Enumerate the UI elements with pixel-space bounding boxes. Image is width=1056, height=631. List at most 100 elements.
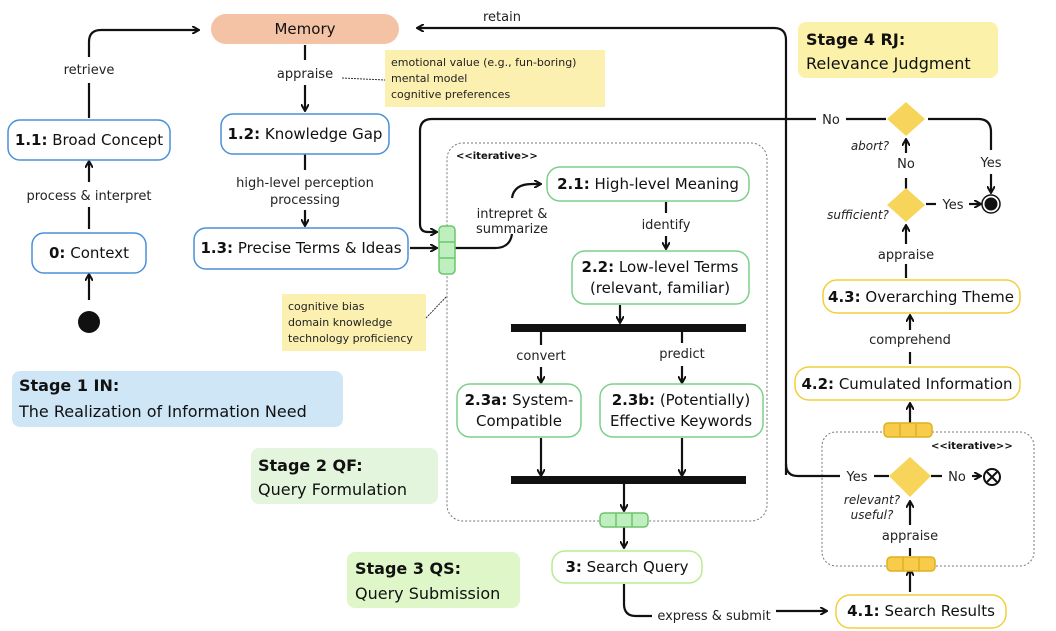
- svg-text:4.3: Overarching Theme: 4.3: Overarching Theme: [828, 288, 1014, 306]
- svg-text:Effective Keywords: Effective Keywords: [610, 412, 752, 430]
- edge-label-retrieve: retrieve: [64, 63, 115, 78]
- svg-text:2.2: Low-level Terms: 2.2: Low-level Terms: [582, 258, 739, 276]
- svg-text:cognitive preferences: cognitive preferences: [391, 88, 510, 101]
- svg-text:cognitive bias: cognitive bias: [288, 300, 365, 313]
- edge-label-convert: convert: [516, 349, 565, 364]
- memory-note-connector: [341, 77, 386, 81]
- abort-no-label: No: [822, 113, 840, 128]
- edge-label-identify: identify: [642, 218, 691, 233]
- edge-label-predict: predict: [659, 347, 704, 362]
- edge-label-retain: retain: [483, 10, 521, 25]
- join-bar: [511, 476, 746, 484]
- edge-query-to-results-a: [622, 584, 652, 618]
- stage-2-label: Stage 2 QF: Query Formulation: [251, 448, 438, 504]
- node-search-query[interactable]: 3: Search Query: [551, 550, 703, 584]
- stage-2-subtitle: Query Formulation: [258, 480, 407, 499]
- edge-label-interpret-1: intrepret &: [477, 207, 548, 222]
- edge-abort-no-loop: [418, 117, 818, 232]
- edge-label-comprehend: comprehend: [869, 333, 951, 348]
- edge-abort-yes-a: [928, 117, 993, 150]
- stage-1-subtitle: The Realization of Information Need: [18, 402, 307, 421]
- edge-label-interpret-2: summarize: [476, 222, 548, 237]
- decision-abort-question: abort?: [851, 139, 890, 153]
- svg-text:(relevant, familiar): (relevant, familiar): [590, 279, 730, 297]
- decision-abort-diamond: [887, 102, 925, 136]
- node-low-level-terms[interactable]: 2.2: Low-level Terms (relevant, familiar…: [571, 250, 750, 305]
- edge-label-process-interpret: process & interpret: [26, 189, 151, 204]
- stage-1-label: Stage 1 IN: The Realization of Informati…: [12, 371, 343, 427]
- node-high-level-meaning[interactable]: 2.1: High-level Meaning: [546, 166, 750, 202]
- stage-2-iterative-region: [446, 142, 768, 522]
- abort-no-label-bg: [816, 110, 846, 128]
- decision-relevant-diamond: [889, 457, 931, 497]
- relevant-yes-label: Yes: [846, 470, 868, 485]
- node-effective-keywords[interactable]: 2.3b: (Potentially) Effective Keywords: [599, 383, 764, 438]
- iterative-label-stage4: <<iterative>>: [931, 441, 1013, 452]
- svg-text:domain knowledge: domain knowledge: [288, 316, 393, 329]
- svg-text:4.1: Search Results: 4.1: Search Results: [847, 602, 995, 620]
- iterative-label-stage2: <<iterative>>: [456, 151, 538, 162]
- stage-3-subtitle: Query Submission: [355, 584, 500, 603]
- node-memory[interactable]: Memory: [211, 14, 399, 44]
- svg-text:1.2: Knowledge Gap: 1.2: Knowledge Gap: [228, 125, 383, 143]
- node-system-compatible[interactable]: 2.3a: System- Compatible: [456, 383, 582, 438]
- pin-stage2-input: [438, 225, 456, 275]
- relevant-no-label: No: [948, 470, 966, 485]
- svg-text:2.3b: (Potentially): 2.3b: (Potentially): [612, 391, 751, 409]
- edge-label-high-level-1: high-level perception: [236, 176, 374, 191]
- pin-stage4-output: [883, 422, 933, 438]
- decision-relevant-question-2: useful?: [851, 508, 894, 522]
- edge-label-appraise-results: appraise: [882, 529, 938, 544]
- edge-label-appraise-memory: appraise: [277, 67, 333, 82]
- edge-retain: [418, 28, 788, 475]
- edge-pin-to-meaning-b: [510, 184, 540, 199]
- svg-text:4.2: Cumulated Information: 4.2: Cumulated Information: [801, 375, 1012, 393]
- decision-sufficient-question: sufficient?: [827, 208, 889, 222]
- stage-4-title: Stage 4 RJ:: [806, 30, 905, 49]
- node-search-results[interactable]: 4.1: Search Results: [835, 594, 1007, 629]
- fork-bar: [511, 324, 746, 332]
- node-cumulated-information[interactable]: 4.2: Cumulated Information: [794, 366, 1021, 401]
- stage-3-title: Stage 3 QS:: [355, 559, 461, 578]
- abort-yes-label: Yes: [980, 156, 1002, 171]
- svg-text:1.3: Precise Terms & Ideas: 1.3: Precise Terms & Ideas: [200, 239, 401, 257]
- sufficient-no-label: No: [897, 157, 915, 172]
- svg-text:0: Context: 0: Context: [49, 244, 129, 262]
- node-knowledge-gap[interactable]: 1.2: Knowledge Gap: [220, 113, 390, 155]
- decision-relevant-question-1: relevant?: [844, 493, 901, 507]
- edge-pin-to-meaning-a: [455, 233, 514, 250]
- node-precise-terms[interactable]: 1.3: Precise Terms & Ideas: [193, 227, 409, 270]
- stage-3-label: Stage 3 QS: Query Submission: [347, 552, 520, 608]
- edge-label-appraise-theme: appraise: [878, 248, 934, 263]
- memory-note: emotional value (e.g., fun-boring) menta…: [385, 50, 605, 107]
- svg-text:technology proficiency: technology proficiency: [288, 332, 413, 345]
- decision-sufficient-diamond: [887, 188, 925, 222]
- stage-1-title: Stage 1 IN:: [19, 376, 119, 395]
- edge-relevant-yes-b: [784, 463, 840, 478]
- edge-label-high-level-2: processing: [270, 193, 340, 208]
- svg-text:Compatible: Compatible: [476, 412, 562, 430]
- bias-note: cognitive bias domain knowledge technolo…: [282, 294, 426, 351]
- stage-4-label: Stage 4 RJ: Relevance Judgment: [798, 22, 998, 78]
- stage-4-subtitle: Relevance Judgment: [806, 54, 971, 73]
- edge-concept-to-memory-b: [87, 30, 198, 57]
- node-context[interactable]: 0: Context: [31, 232, 147, 274]
- svg-text:emotional value (e.g., fun-bor: emotional value (e.g., fun-boring): [391, 56, 576, 69]
- end-node-icon: [981, 194, 1001, 214]
- pin-stage4-input: [886, 556, 936, 572]
- svg-text:3: Search Query: 3: Search Query: [565, 558, 688, 576]
- bias-note-connector: [425, 295, 448, 319]
- start-node: [78, 311, 100, 333]
- svg-text:2.1: High-level Meaning: 2.1: High-level Meaning: [557, 175, 739, 193]
- node-memory-label: Memory: [274, 20, 335, 38]
- svg-text:2.3a: System-: 2.3a: System-: [465, 391, 574, 409]
- stage-2-title: Stage 2 QF:: [258, 456, 363, 475]
- node-broad-concept[interactable]: 1.1: Broad Concept: [7, 119, 171, 161]
- end-cross-icon: [983, 468, 1001, 486]
- svg-text:mental model: mental model: [391, 72, 467, 85]
- edge-label-express-submit: express & submit: [657, 609, 770, 624]
- sufficient-yes-label: Yes: [942, 198, 964, 213]
- node-overarching-theme[interactable]: 4.3: Overarching Theme: [822, 279, 1021, 314]
- pin-stage2-output: [599, 512, 649, 528]
